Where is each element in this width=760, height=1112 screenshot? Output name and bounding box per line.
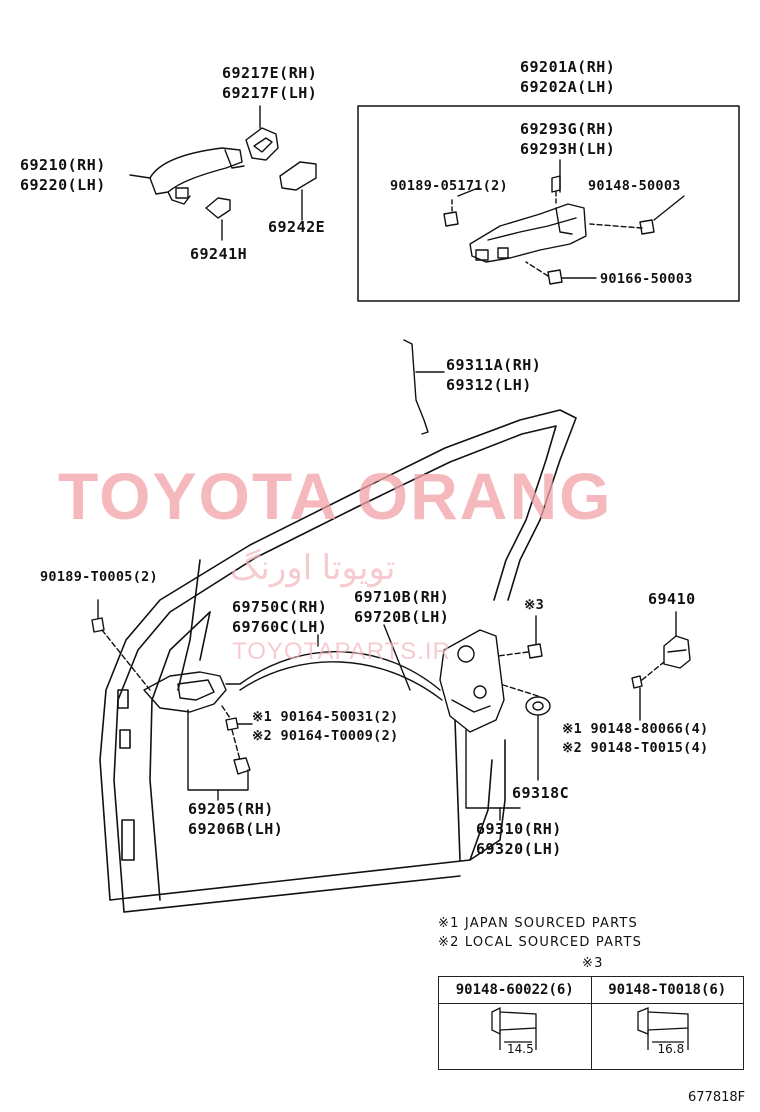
- bolt-90148-50003: [639, 219, 655, 235]
- bolt-spec-table: 90148-60022(6) 14.5 90148-T0018(6) 16.8: [438, 976, 744, 1070]
- label-69293-lh: 69293H(LH): [520, 140, 616, 158]
- label-69310-rh: 69310(RH): [476, 820, 562, 838]
- bolt-icon-T0018: [637, 1007, 689, 1050]
- label-69318: 69318C: [512, 784, 570, 802]
- label-69241: 69241H: [190, 245, 248, 263]
- figure-id: 677818F: [688, 1090, 746, 1105]
- label-90189-T0005: 90189-T0005(2): [40, 569, 158, 585]
- bolt-90164: [225, 717, 239, 731]
- label-69201-lh: 69202A(LH): [520, 78, 616, 96]
- label-69750-rh: 69750C(RH): [232, 598, 328, 616]
- pad-69242-part: [279, 161, 317, 191]
- grommet-69318-part: [525, 696, 551, 716]
- handle-frame-inset-box: [357, 105, 740, 302]
- handle-frame-part: [469, 203, 587, 263]
- label-69310-lh: 69320(LH): [476, 840, 562, 858]
- label-69205-lh: 69206B(LH): [188, 820, 284, 838]
- bolt-spec-part-number: 90148-60022(6): [439, 977, 591, 1004]
- label-90164-local: ※2 90164-T0009(2): [252, 728, 399, 744]
- bolt-spec-part-number: 90148-T0018(6): [591, 977, 743, 1004]
- label-90166-50003: 90166-50003: [600, 271, 693, 287]
- handle-cover-part: [245, 127, 279, 161]
- label-90148-T0015-local: ※2 90148-T0015(4): [562, 740, 709, 756]
- label-69293-rh: 69293G(RH): [520, 120, 616, 138]
- outside-handle-part: [149, 147, 245, 205]
- bolt-spec-length: 16.8: [657, 1042, 685, 1056]
- lock-bolt-note3: [527, 643, 543, 659]
- label-90148-80066-japan: ※1 90148-80066(4): [562, 721, 709, 737]
- label-69311-lh: 69312(LH): [446, 376, 532, 394]
- label-69201-rh: 69201A(RH): [520, 58, 616, 76]
- label-note3-lock: ※3: [524, 597, 545, 613]
- bolt-icon-60022: [491, 1006, 537, 1050]
- bolt-90189-T0005: [91, 617, 105, 633]
- watermark-sub: TOYOTAPARTS.IR: [232, 638, 451, 665]
- inside-handle-part: [143, 671, 241, 713]
- door-striker-part: [663, 635, 691, 669]
- bolt-90189-05171: [443, 211, 459, 227]
- note-table-mark: ※3: [582, 956, 604, 971]
- note-local-sourced: ※2 LOCAL SOURCED PARTS: [438, 935, 643, 950]
- label-69217-rh: 69217E(RH): [222, 64, 318, 82]
- label-69210-lh: 69220(LH): [20, 176, 106, 194]
- bolt-spec-column: 90148-T0018(6) 16.8: [591, 977, 743, 1069]
- door-panel-outline: [99, 409, 577, 913]
- label-69710-rh: 69710B(RH): [354, 588, 450, 606]
- watermark-arabic: تويوتا اورنگ: [230, 549, 396, 587]
- bolt-spec-column: 90148-60022(6) 14.5: [439, 977, 592, 1069]
- label-69217-lh: 69217F(LH): [222, 84, 318, 102]
- striker-bolt: [631, 675, 643, 689]
- label-90189-05171: 90189-05171(2): [390, 178, 508, 194]
- label-69750-lh: 69760C(LH): [232, 618, 328, 636]
- note-japan-sourced: ※1 JAPAN SOURCED PARTS: [438, 916, 638, 931]
- watermark-main: TOYOTA ORANG: [58, 459, 613, 533]
- bolt-spec-length: 14.5: [507, 1042, 534, 1056]
- label-69410: 69410: [648, 590, 696, 608]
- bolt-90166-50003: [547, 269, 563, 285]
- label-69242: 69242E: [268, 218, 326, 236]
- lock-rod-part: [403, 339, 429, 435]
- label-69205-rh: 69205(RH): [188, 800, 274, 818]
- label-90148-50003: 90148-50003: [588, 178, 681, 194]
- door-lock-part: [439, 629, 505, 733]
- lock-cable-part: [239, 661, 443, 701]
- label-69210-rh: 69210(RH): [20, 156, 106, 174]
- pad-69241-part: [205, 197, 231, 219]
- label-69311-rh: 69311A(RH): [446, 356, 542, 374]
- handle-cable-part: [239, 651, 441, 691]
- label-90164-japan: ※1 90164-50031(2): [252, 709, 399, 725]
- clip-69293-part: [551, 175, 561, 193]
- label-69710-lh: 69720B(LH): [354, 608, 450, 626]
